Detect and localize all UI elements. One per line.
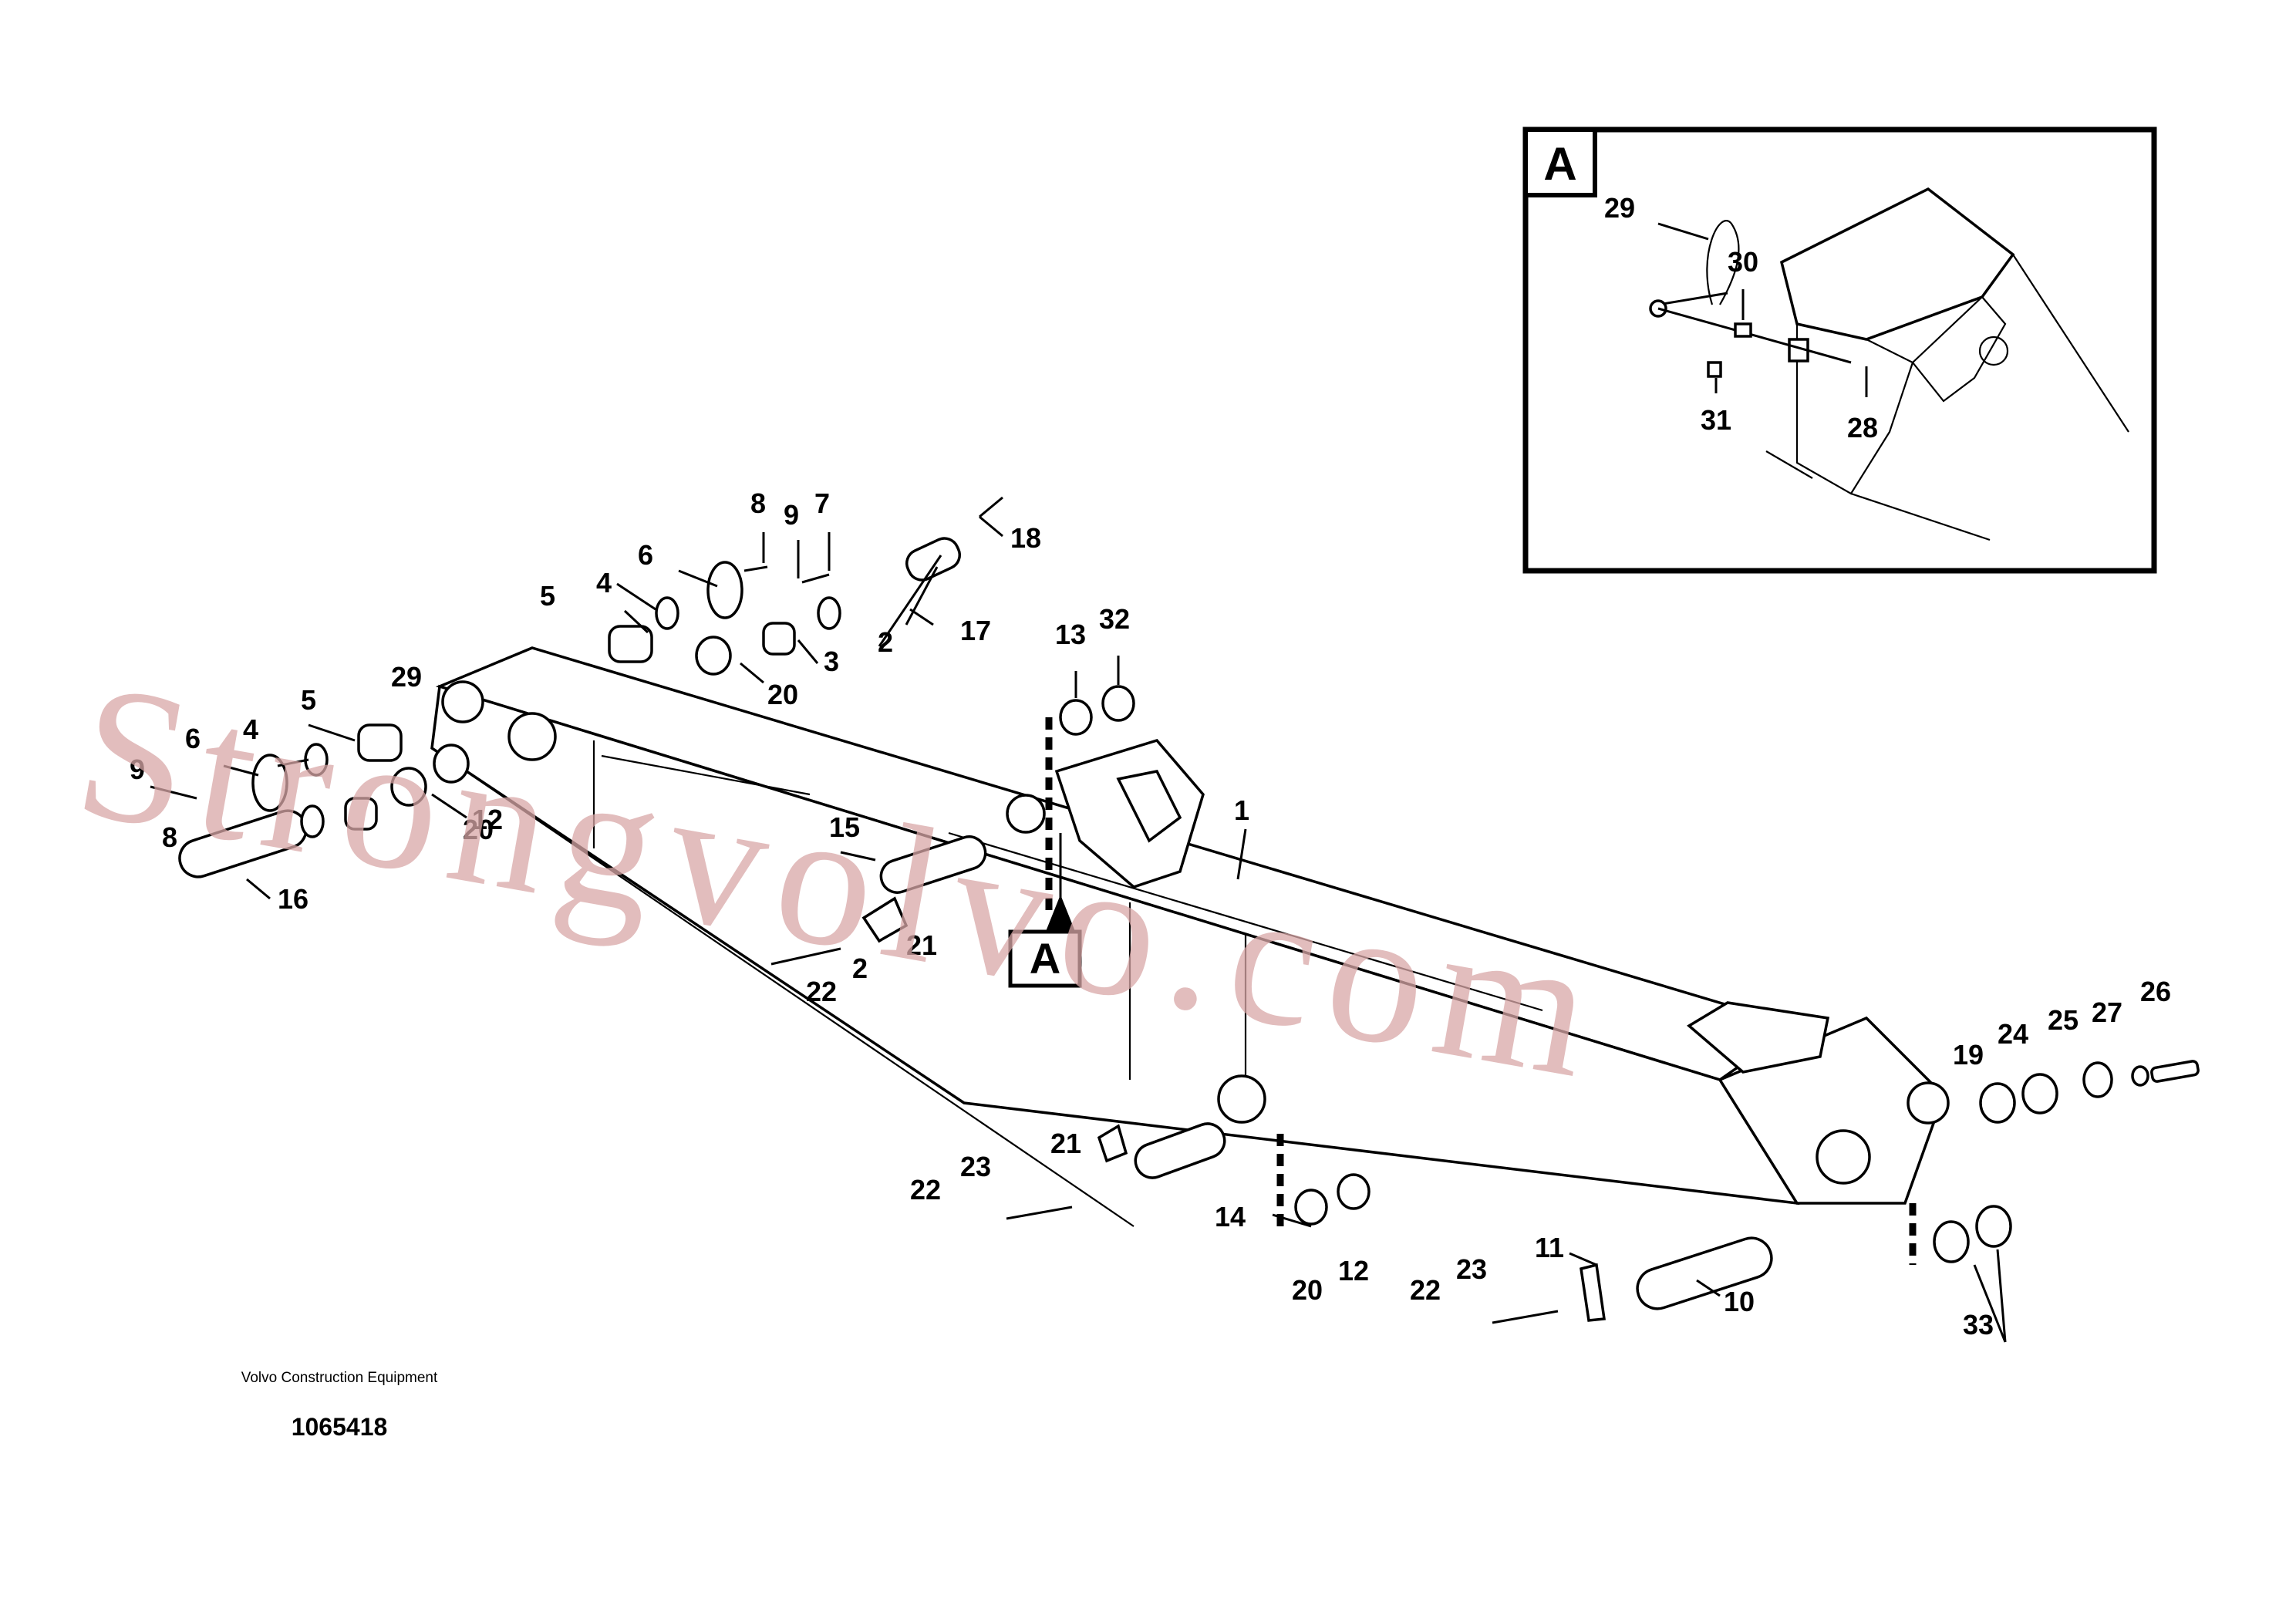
callout-1: 1 (1234, 794, 1249, 826)
callout-8: 8 (162, 821, 177, 853)
detail-callout-28: 28 (1847, 412, 1878, 443)
callout-12: 12 (472, 804, 503, 835)
callout-12: 12 (1338, 1255, 1369, 1286)
callout-10: 10 (1724, 1286, 1755, 1317)
callout-23: 23 (960, 1151, 991, 1182)
callout-19: 19 (1953, 1039, 1984, 1071)
detail-callout-30: 30 (1728, 246, 1758, 278)
detail-callout-31: 31 (1701, 404, 1731, 436)
view-a-marker: A (1008, 833, 1082, 988)
callout-21: 21 (906, 929, 937, 961)
callout-25: 25 (2048, 1004, 2079, 1036)
callout-3: 3 (824, 646, 839, 677)
detail-view-label: A (1543, 138, 1576, 190)
detail-view-a: A 28 29 30 31 (1522, 126, 2157, 574)
callout-22: 22 (806, 976, 837, 1007)
manufacturer-label: Volvo Construction Equipment (241, 1370, 438, 1386)
callout-23: 23 (1456, 1253, 1487, 1285)
loose-parts (178, 537, 2200, 1324)
callout-21: 21 (1050, 1128, 1081, 1159)
callout-29: 29 (391, 661, 422, 693)
callout-13: 13 (1055, 619, 1086, 650)
callout-11: 11 (1535, 1232, 1564, 1263)
callout-26: 26 (2140, 976, 2171, 1007)
callout-8: 8 (750, 487, 766, 519)
watermark: Strongvolvo.com (63, 642, 1619, 1121)
callout-20: 20 (463, 814, 494, 845)
callout-7: 7 (814, 487, 830, 519)
callout-labels: 1 2 2 3 4 4 5 5 6 6 7 8 8 9 9 10 11 12 1… (130, 487, 2171, 1340)
callout-5: 5 (301, 684, 316, 716)
callout-4: 4 (243, 713, 258, 745)
callout-5: 5 (540, 580, 555, 612)
callout-2: 2 (878, 626, 893, 658)
callout-16: 16 (278, 883, 308, 915)
callout-22: 22 (910, 1174, 941, 1206)
callout-20: 20 (767, 679, 798, 710)
callout-6: 6 (185, 723, 201, 754)
callout-32: 32 (1099, 603, 1130, 635)
callout-20: 20 (1292, 1274, 1323, 1306)
boom-assembly (430, 646, 1950, 1227)
leader-lines (150, 496, 2007, 1343)
document-number: 1065418 (291, 1413, 388, 1441)
callout-17: 17 (960, 615, 991, 646)
callout-18: 18 (1010, 522, 1041, 554)
callout-9: 9 (130, 754, 145, 785)
callout-6: 6 (638, 539, 653, 571)
callout-24: 24 (1998, 1018, 2028, 1050)
callout-4: 4 (596, 567, 612, 599)
callout-14: 14 (1215, 1201, 1246, 1233)
callout-9: 9 (784, 499, 799, 531)
view-marker-label: A (1030, 934, 1060, 983)
callout-15: 15 (829, 811, 860, 843)
callout-22: 22 (1410, 1274, 1441, 1306)
callout-2: 2 (852, 953, 868, 984)
detail-callout-29: 29 (1604, 192, 1635, 224)
callout-27: 27 (2092, 996, 2122, 1028)
callout-33: 33 (1963, 1309, 1994, 1340)
